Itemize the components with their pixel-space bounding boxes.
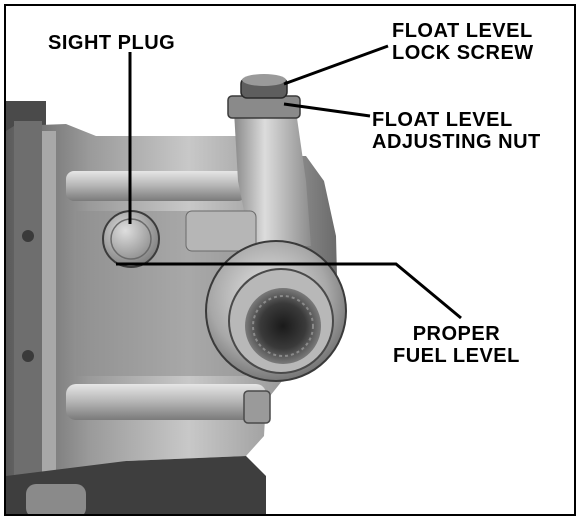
- lock-screw-label-line2: LOCK SCREW: [392, 42, 534, 64]
- carburetor-photo: [6, 44, 462, 514]
- gasket-edge: [42, 131, 56, 491]
- lock-screw-label: FLOAT LEVEL LOCK SCREW: [392, 20, 534, 64]
- fuel-level-label-line1: PROPER: [412, 323, 501, 345]
- side-plate: [14, 121, 42, 501]
- screw-head: [22, 230, 34, 242]
- fuel-level-label-line2: FUEL LEVEL: [393, 345, 520, 367]
- leader-fuel-level: [116, 262, 462, 320]
- lock-screw-top: [242, 74, 286, 86]
- lock-screw-label-line1: FLOAT LEVEL: [392, 20, 533, 42]
- upper-casting-rib: [66, 171, 246, 201]
- figure-frame: SIGHT PLUG FLOAT LEVEL LOCK SCREW FLOAT …: [4, 4, 576, 516]
- fitting-threads: [252, 295, 314, 357]
- lower-fitting: [26, 484, 86, 514]
- fitting-thread-bore: [245, 288, 321, 364]
- adjusting-nut-label-line2: ADJUSTING NUT: [372, 131, 541, 153]
- leader-lock-screw: [283, 44, 389, 86]
- sight-plug-label: SIGHT PLUG: [48, 32, 175, 54]
- adjusting-nut: [227, 95, 301, 119]
- screw-head: [22, 350, 34, 362]
- fuel-level-label: PROPER FUEL LEVEL: [393, 323, 520, 367]
- bowl-bolt: [243, 390, 271, 424]
- lower-casting-rib: [66, 384, 266, 420]
- adjusting-nut-label: FLOAT LEVEL ADJUSTING NUT: [372, 109, 541, 153]
- sight-plug-label-text: SIGHT PLUG: [48, 32, 176, 54]
- leader-adjusting-nut: [283, 102, 371, 118]
- casting-boss: [185, 210, 257, 252]
- adjusting-nut-label-line1: FLOAT LEVEL: [372, 109, 513, 131]
